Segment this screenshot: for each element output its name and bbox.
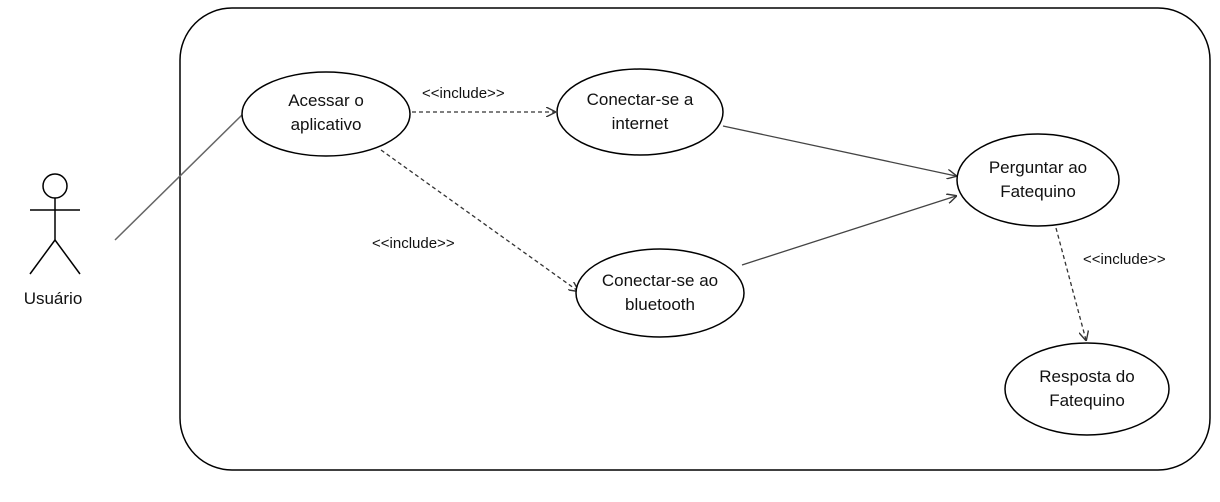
include-arrow-bluetooth (380, 149, 578, 291)
actor-head (42, 173, 68, 199)
use-case-label-line1: Perguntar ao (989, 158, 1087, 177)
use-case-ellipse (575, 248, 745, 338)
use-case-ellipse (956, 133, 1120, 227)
use-case-label-line2: bluetooth (625, 295, 695, 314)
use-case-label-line2: Fatequino (1000, 182, 1076, 201)
use-case-ellipse (241, 71, 411, 157)
use-case-label-line1: Resposta do (1039, 367, 1134, 386)
use-case-label-line1: Conectar-se ao (602, 271, 718, 290)
use-case-label-line1: Conectar-se a (587, 90, 694, 109)
association-bluetooth-perguntar (741, 196, 956, 266)
use-case-perguntar-fatequino[interactable]: Perguntar ao Fatequino (956, 133, 1120, 227)
use-case-ellipse (1004, 342, 1170, 436)
actor-usuario[interactable]: Usuário (24, 173, 83, 308)
use-case-conectar-bluetooth[interactable]: Conectar-se ao bluetooth (575, 248, 745, 338)
use-case-resposta-fatequino[interactable]: Resposta do Fatequino (1004, 342, 1170, 436)
use-case-acessar-aplicativo[interactable]: Acessar o aplicativo (241, 71, 411, 157)
actor-label: Usuário (24, 289, 83, 308)
use-case-label-line2: aplicativo (291, 115, 362, 134)
include-label-resposta: <<include>> (1083, 251, 1166, 268)
include-label-internet: <<include>> (422, 85, 505, 102)
association-actor-acessar (114, 111, 246, 241)
association-internet-perguntar (722, 125, 956, 176)
include-label-bluetooth: <<include>> (372, 235, 455, 252)
include-arrow-resposta (1055, 227, 1086, 340)
use-case-label-line2: internet (612, 114, 669, 133)
use-case-conectar-internet[interactable]: Conectar-se a internet (556, 68, 724, 156)
use-case-label-line2: Fatequino (1049, 391, 1125, 410)
use-case-ellipse (556, 68, 724, 156)
use-case-label-line1: Acessar o (288, 91, 364, 110)
system-boundary (179, 7, 1211, 471)
actor-left-leg (29, 239, 56, 275)
actor-right-leg (54, 239, 81, 275)
